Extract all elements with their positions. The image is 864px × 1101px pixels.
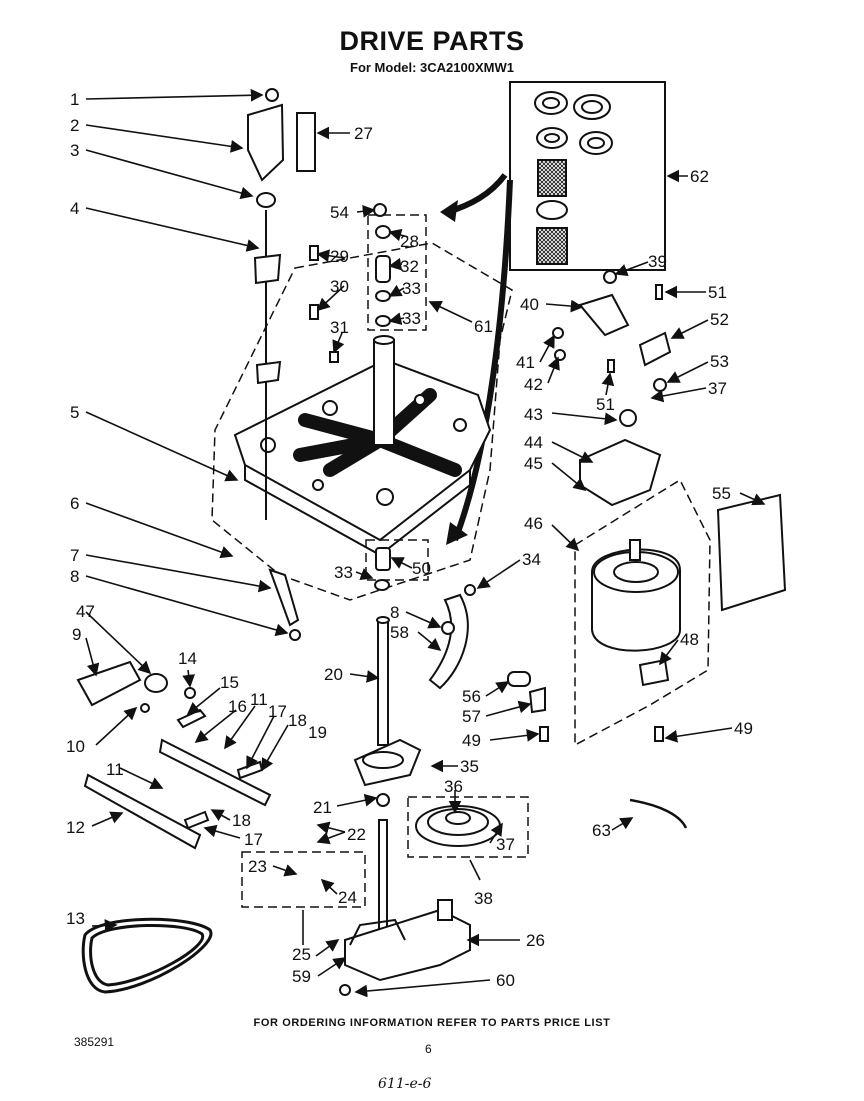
callout-label: 30 [330, 277, 349, 296]
callout-label: 16 [228, 697, 247, 716]
callout-label: 53 [710, 352, 729, 371]
callout-label: 59 [292, 967, 311, 986]
page-number: 6 [425, 1042, 432, 1056]
document-number: 385291 [74, 1035, 115, 1049]
dashed-group-outlines [211, 214, 711, 908]
callout-label: 52 [710, 310, 729, 329]
callout-label: 36 [444, 777, 463, 796]
callout-label: 55 [712, 484, 731, 503]
screws [309, 245, 664, 742]
callout-label: 19 [308, 723, 327, 742]
callout-label: 3 [70, 141, 79, 160]
callout-label: 37 [496, 835, 515, 854]
callout-label: 33 [402, 309, 421, 328]
callout-label: 21 [313, 798, 332, 817]
callout-label: 49 [734, 719, 753, 738]
callout-label: 46 [524, 514, 543, 533]
leader-lines [85, 88, 766, 998]
callout-label: 29 [330, 247, 349, 266]
callout-label: 40 [520, 295, 539, 314]
main-shaft [353, 616, 422, 931]
callout-label: 47 [76, 602, 95, 621]
callout-label: 54 [330, 203, 349, 222]
callout-label: 44 [524, 433, 543, 452]
ordering-info-note: FOR ORDERING INFORMATION REFER TO PARTS … [253, 1017, 611, 1029]
callout-label: 49 [462, 731, 481, 750]
callout-label: 35 [460, 757, 479, 776]
callout-labels: 1 2 3 4 5 6 7 8 47 9 10 14 15 16 11 17 1… [66, 90, 753, 990]
callout-label: 45 [524, 454, 543, 473]
callout-label: 50 [412, 559, 431, 578]
callout-label: 39 [648, 252, 667, 271]
callout-label: 33 [402, 279, 421, 298]
callout-label: 37 [708, 379, 727, 398]
motor-assembly [579, 409, 681, 687]
hose-parts [428, 584, 546, 714]
callout-label: 51 [596, 395, 615, 414]
right-brackets [552, 270, 672, 392]
callout-label: 27 [354, 124, 373, 143]
callout-label: 56 [462, 687, 481, 706]
gearcase [339, 899, 471, 996]
callout-label: 6 [70, 494, 79, 513]
callout-label: 8 [390, 603, 399, 622]
callout-label: 15 [220, 673, 239, 692]
callout-label: 14 [178, 649, 197, 668]
callout-label: 62 [690, 167, 709, 186]
callout-label: 8 [70, 567, 79, 586]
callout-label: 17 [244, 830, 263, 849]
motor-shield-55 [716, 493, 787, 612]
page-title: DRIVE PARTS [339, 26, 525, 56]
pulley [415, 805, 501, 847]
callout-label: 12 [66, 818, 85, 837]
strip-27 [296, 112, 316, 172]
drive-belt [81, 917, 213, 994]
callout-label: 18 [232, 811, 251, 830]
callout-label: 32 [400, 257, 419, 276]
tube-stack [373, 203, 391, 591]
callout-label: 28 [400, 232, 419, 251]
callout-label: 10 [66, 737, 85, 756]
callout-label: 63 [592, 821, 611, 840]
callout-label: 38 [474, 889, 493, 908]
callout-label: 60 [496, 971, 515, 990]
callout-label: 61 [474, 317, 493, 336]
callout-label: 43 [524, 405, 543, 424]
reference-arrows [447, 173, 513, 542]
callout-label: 11 [106, 760, 124, 779]
callout-label: 13 [66, 909, 85, 928]
callout-label: 1 [70, 90, 79, 109]
callout-label: 23 [248, 857, 267, 876]
callout-label: 57 [462, 707, 481, 726]
center-tube [373, 335, 395, 446]
callout-label: 33 [334, 563, 353, 582]
callout-label: 9 [72, 625, 81, 644]
callout-label: 18 [288, 711, 307, 730]
callout-label: 5 [70, 403, 79, 422]
callout-label: 4 [70, 199, 79, 218]
callout-label: 24 [338, 888, 357, 907]
callout-label: 22 [347, 825, 366, 844]
callout-label: 20 [324, 665, 343, 684]
callout-label: 26 [526, 931, 545, 950]
callout-label: 17 [268, 702, 287, 721]
callout-label: 25 [292, 945, 311, 964]
bearing-kit-box [509, 81, 666, 271]
wire-63 [629, 798, 688, 829]
callout-label: 34 [522, 550, 541, 569]
callout-label: 42 [524, 375, 543, 394]
callout-label: 11 [250, 690, 268, 709]
left-linkage [247, 88, 301, 641]
callout-label: 48 [680, 630, 699, 649]
handwritten-note: 611-e-6 [378, 1076, 432, 1092]
model-subtitle: For Model: 3CA2100XMW1 [350, 60, 514, 75]
callout-label: 51 [708, 283, 727, 302]
callout-label: 7 [70, 546, 79, 565]
callout-label: 41 [516, 353, 535, 372]
callout-label: 58 [390, 623, 409, 642]
callout-label: 31 [330, 318, 349, 337]
callout-label: 2 [70, 116, 79, 135]
